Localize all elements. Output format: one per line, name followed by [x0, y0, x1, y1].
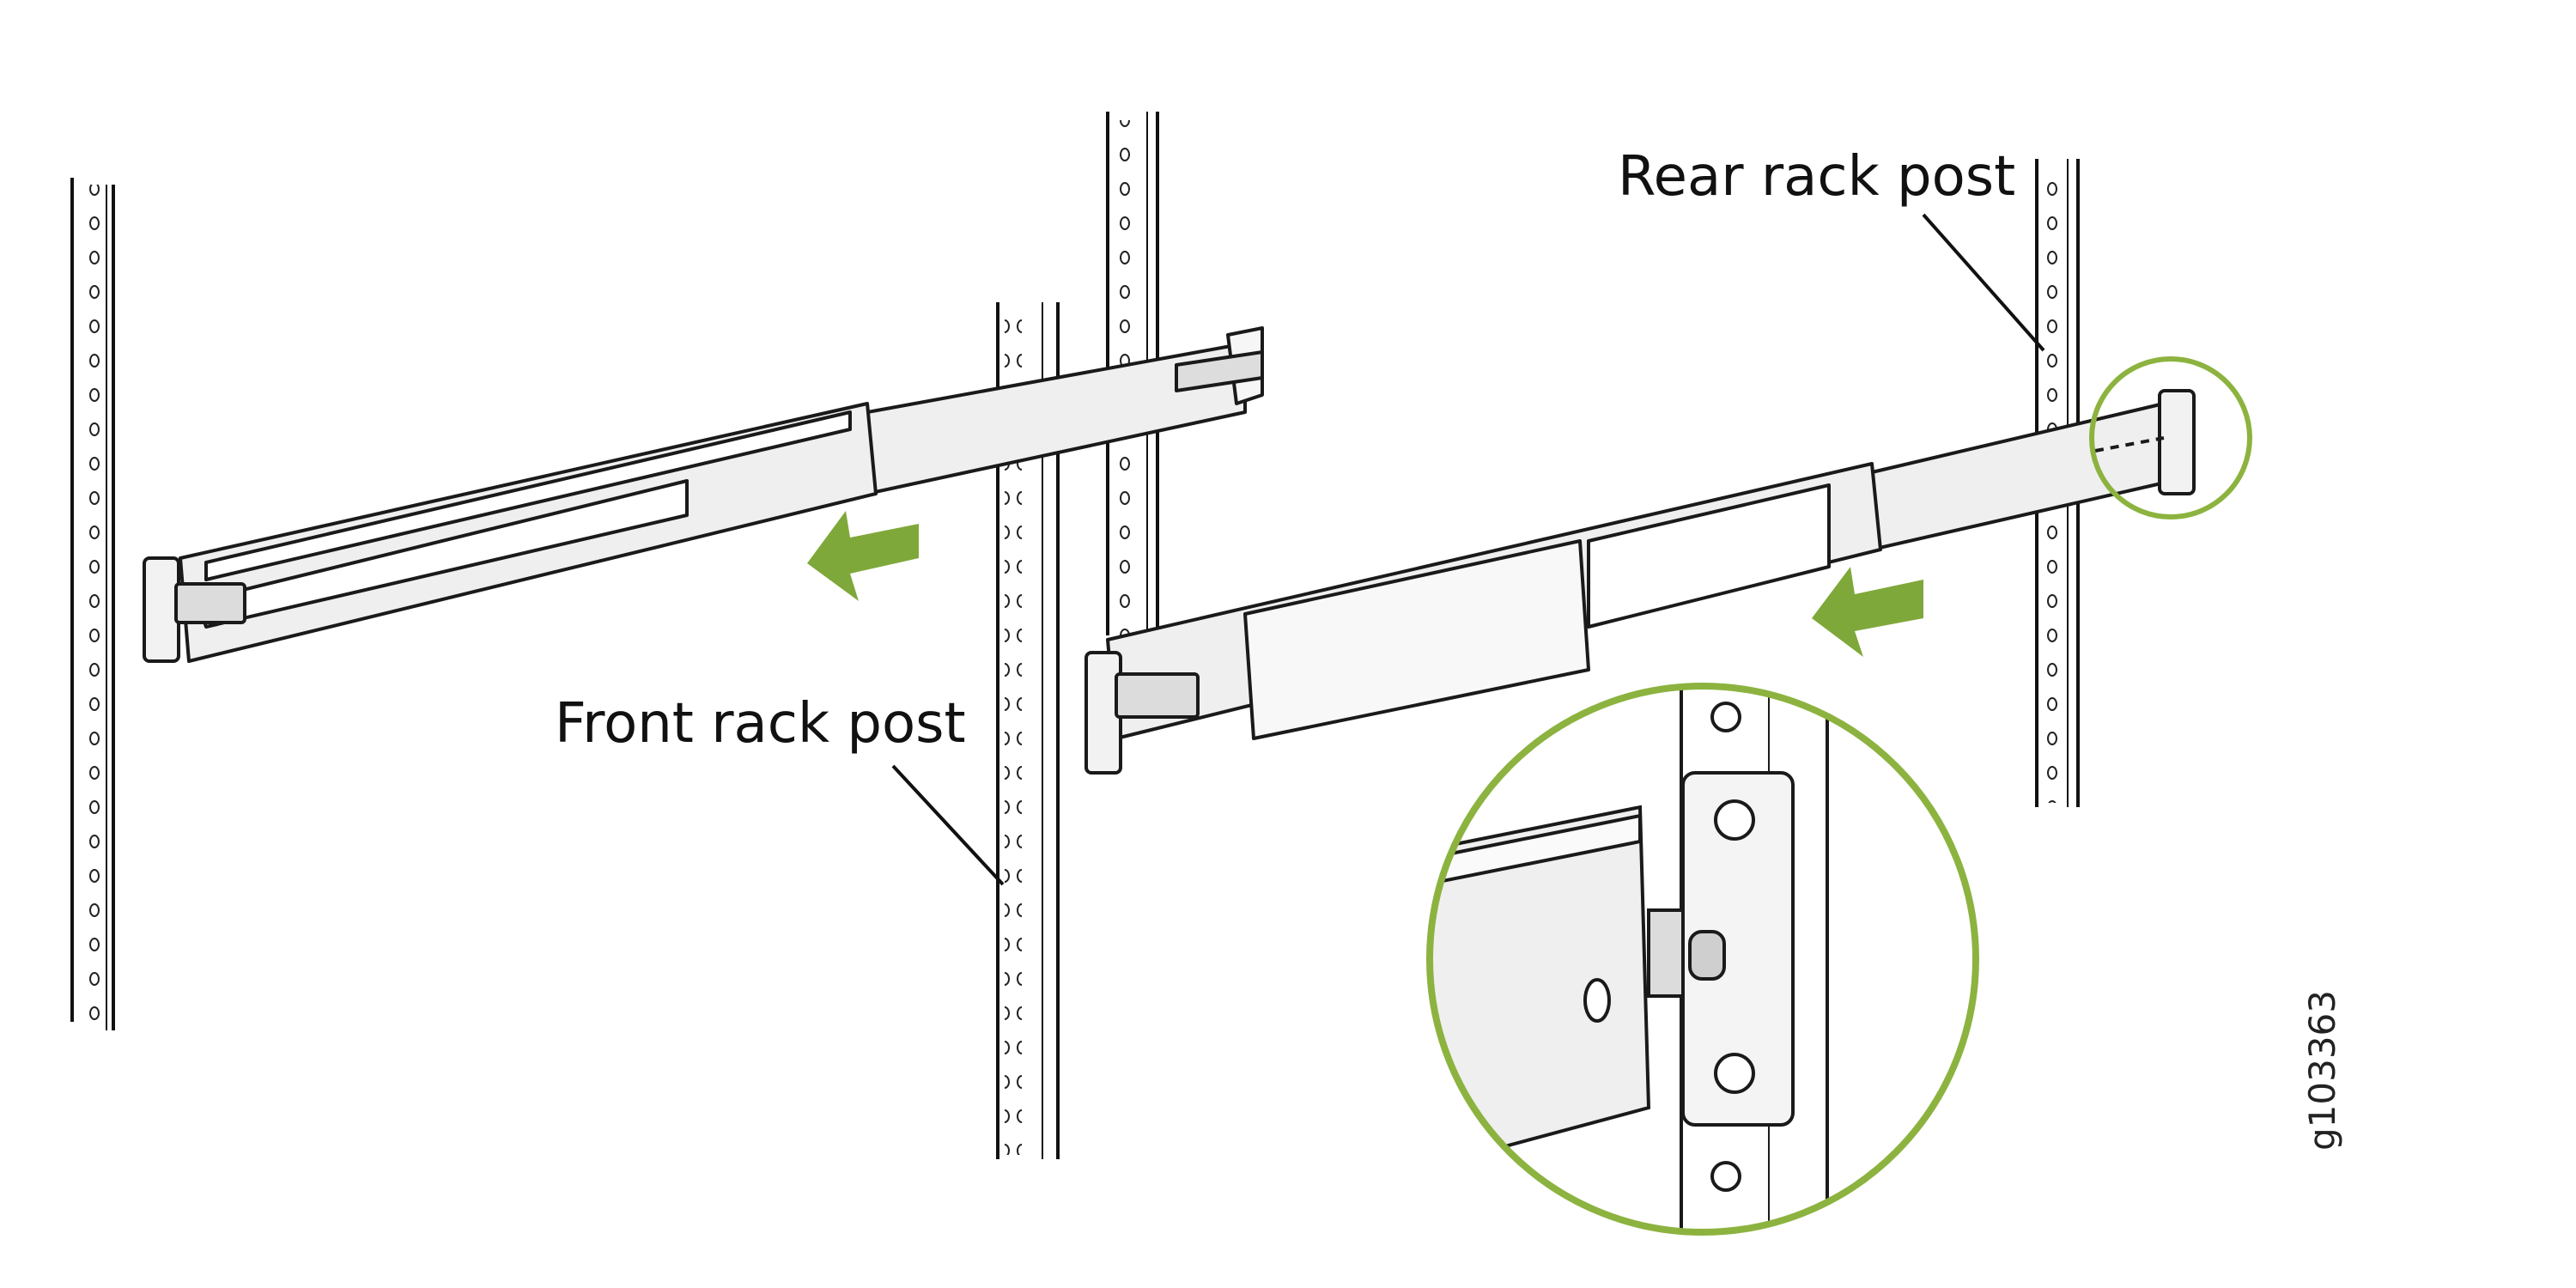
figure-id: g103363 — [2301, 990, 2343, 1151]
left-rail-assembly — [143, 326, 1264, 663]
rear-rack-post-leader — [1922, 213, 2045, 352]
front-rack-post-leader — [891, 764, 1005, 886]
rear-rack-post-label: Rear rack post — [1618, 145, 2016, 209]
left-direction-arrow — [807, 511, 919, 601]
front-rack-post-label: Front rack post — [555, 692, 966, 756]
right-direction-arrow — [1812, 567, 1923, 657]
magnified-detail — [1426, 683, 1979, 1236]
left-rack-post — [70, 178, 115, 1030]
right-rail-assembly — [1084, 389, 2196, 775]
rear-detail-callout-circle — [2089, 356, 2252, 519]
